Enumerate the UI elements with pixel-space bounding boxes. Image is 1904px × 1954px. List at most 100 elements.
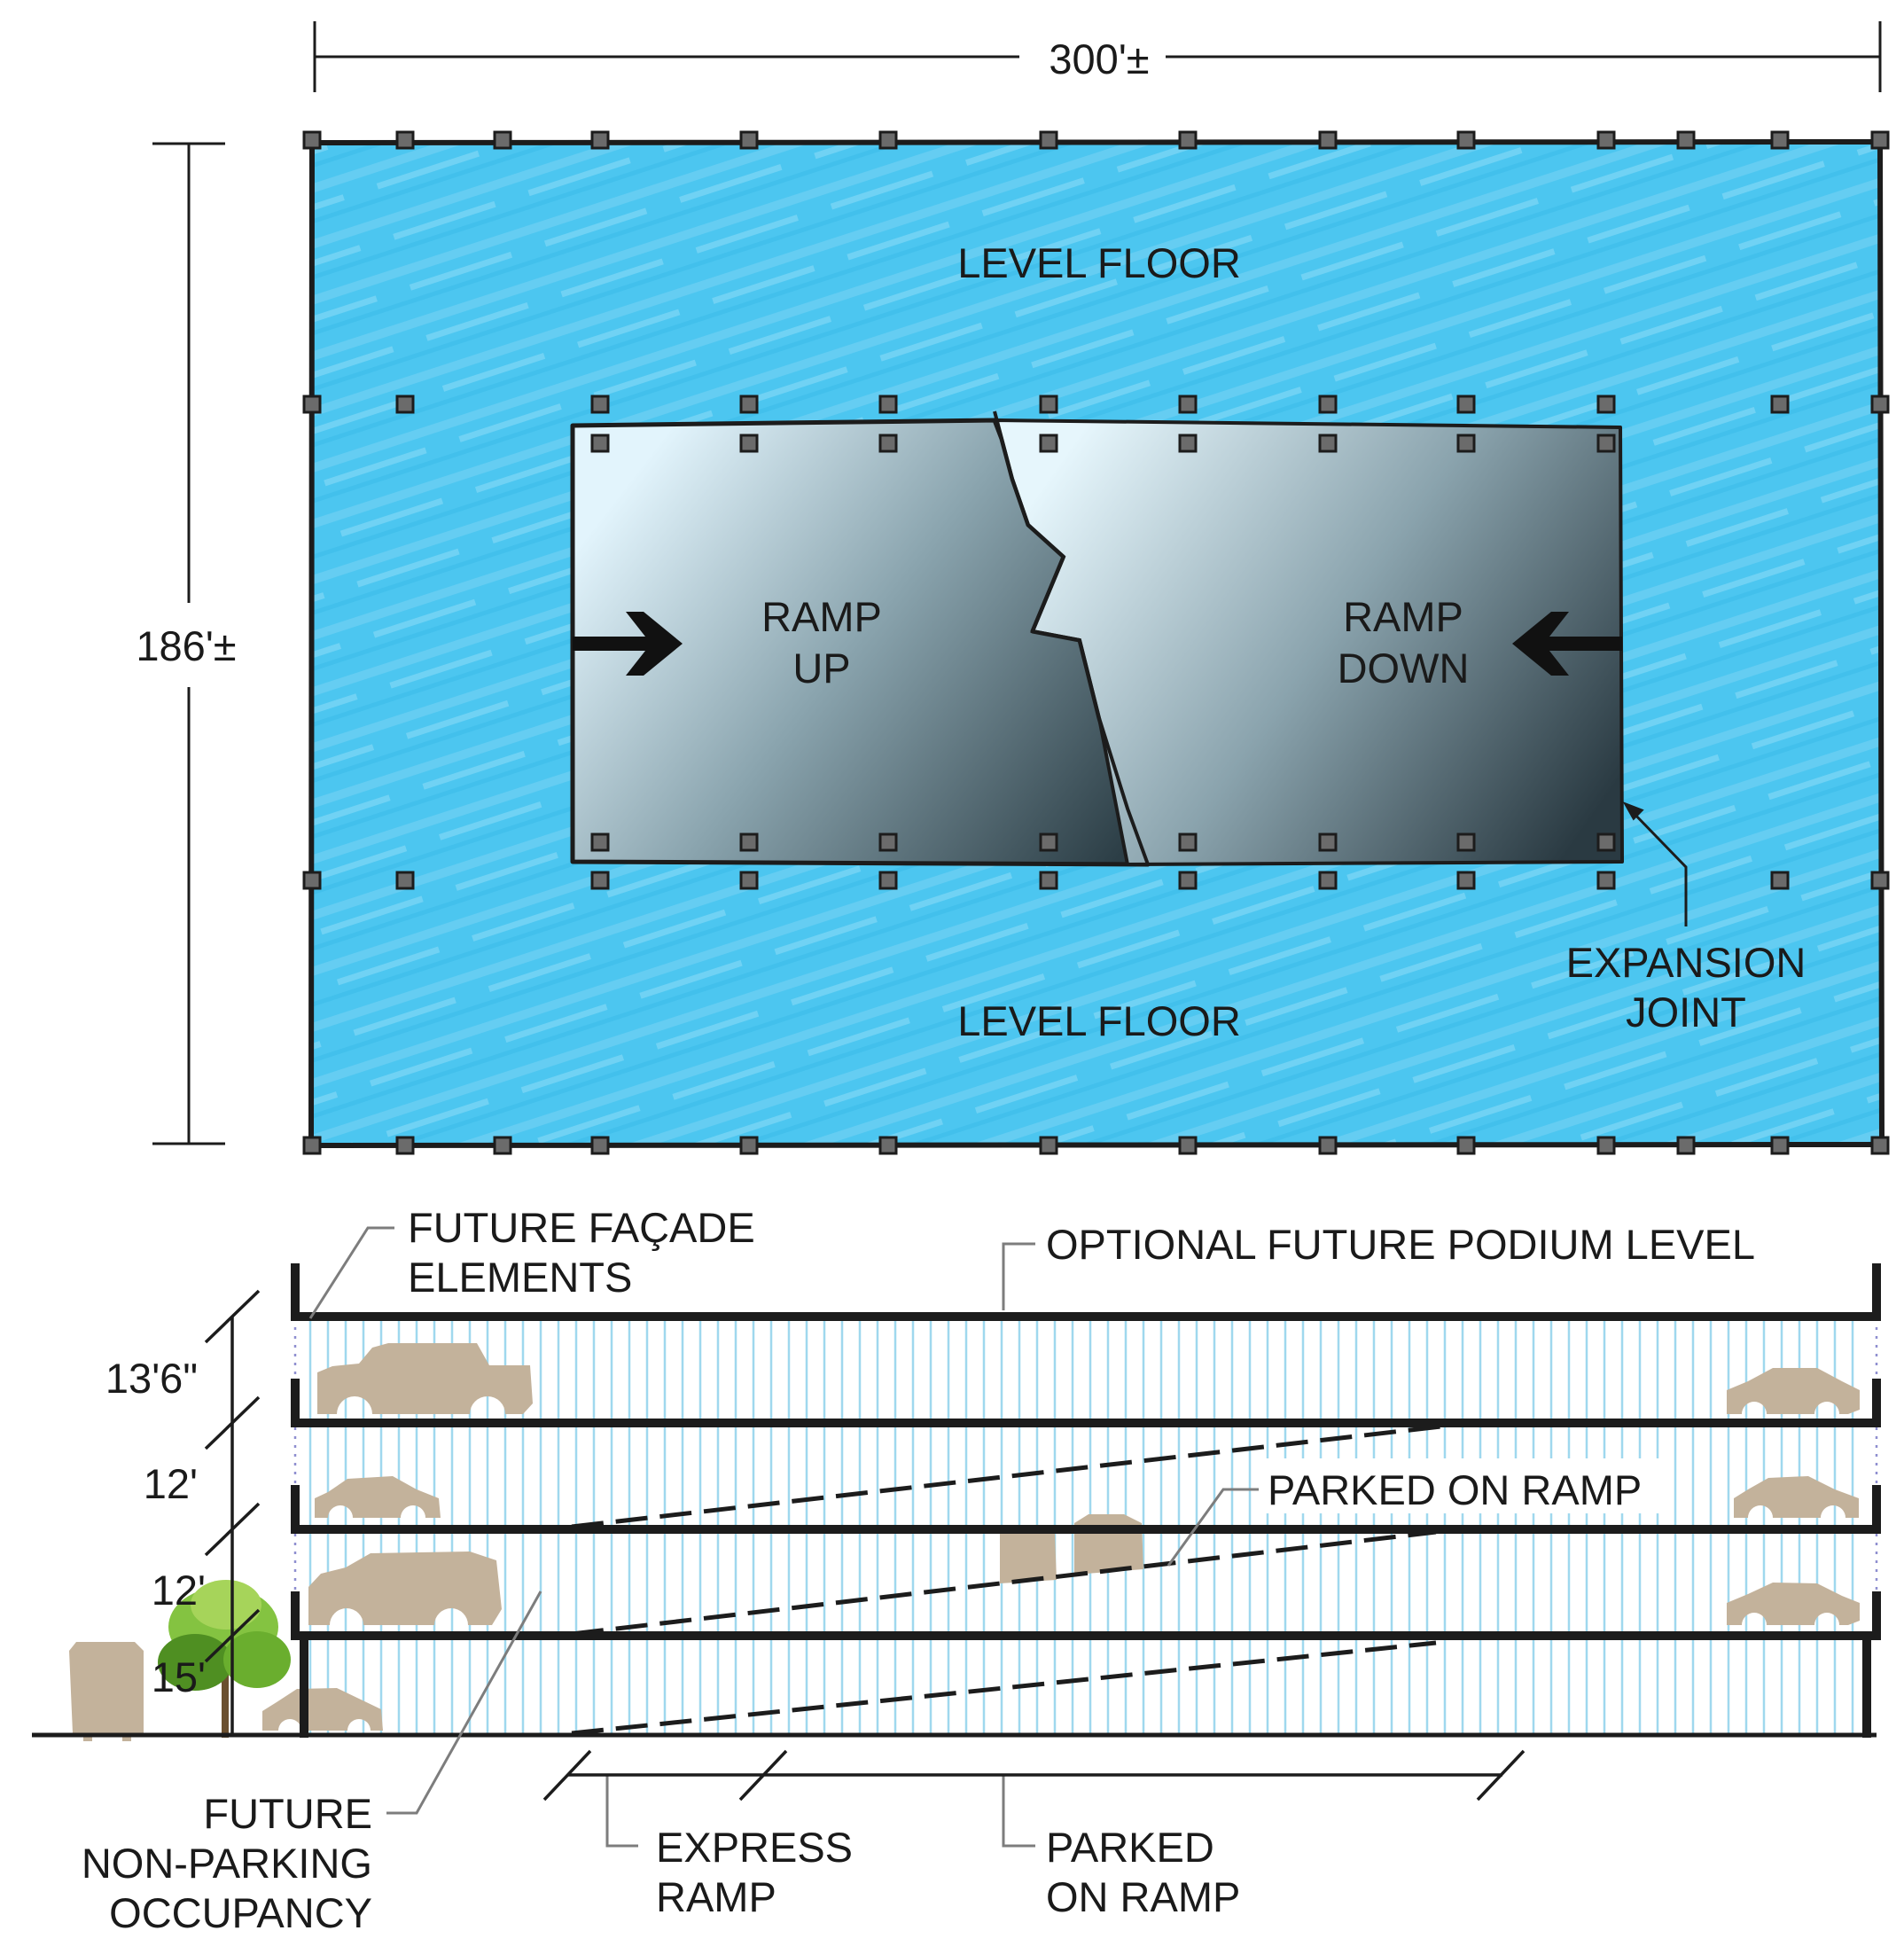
- height-15-label: 15': [152, 1653, 206, 1700]
- column-marker: [739, 434, 759, 453]
- future-non-parking-label-line2: NON-PARKING: [82, 1840, 372, 1887]
- future-non-parking-label-line3: OCCUPANCY: [109, 1889, 372, 1936]
- ramp-down-label-line2: DOWN: [1338, 645, 1470, 692]
- column-marker: [878, 871, 898, 890]
- sedan-upper-right: [1727, 1368, 1860, 1414]
- ramp-length-dimension: [542, 1749, 1526, 1802]
- parked-on-ramp-lower-label-line2: ON RAMP: [1046, 1873, 1240, 1920]
- column-marker: [878, 434, 898, 453]
- ramp-down-label-line1: RAMP: [1343, 593, 1463, 640]
- column-marker: [590, 130, 610, 150]
- column-marker: [1318, 1136, 1338, 1155]
- tree-icon: [158, 1580, 291, 1738]
- column-marker: [590, 395, 610, 414]
- column-marker: [1318, 871, 1338, 890]
- column-marker: [1770, 130, 1790, 150]
- column-marker: [302, 130, 322, 150]
- ramp-up-label-line1: RAMP: [761, 593, 882, 640]
- column-marker: [1870, 1136, 1890, 1155]
- column-marker: [1596, 434, 1616, 453]
- column-marker: [878, 395, 898, 414]
- column-marker: [302, 395, 322, 414]
- expansion-joint-label-line1: EXPANSION: [1566, 939, 1806, 986]
- expansion-joint-line: [993, 410, 1150, 865]
- column-marker: [1596, 1136, 1616, 1155]
- column-marker: [1596, 871, 1616, 890]
- height-dimension-label: 186'±: [136, 622, 236, 669]
- column-marker: [878, 832, 898, 852]
- arrow-left-icon: [1512, 612, 1622, 676]
- columns: [302, 130, 1890, 1155]
- column-marker: [1456, 832, 1476, 852]
- column-marker: [1456, 871, 1476, 890]
- height-12-upper-label: 12': [144, 1460, 198, 1507]
- parked-on-ramp-label-bg: [1263, 1458, 1660, 1513]
- column-marker: [739, 1136, 759, 1155]
- column-marker: [590, 832, 610, 852]
- column-marker: [1318, 434, 1338, 453]
- column-marker: [1178, 1136, 1198, 1155]
- column-marker: [1770, 1136, 1790, 1155]
- column-marker: [1178, 395, 1198, 414]
- column-marker: [739, 395, 759, 414]
- level-floor-top-label: LEVEL FLOOR: [957, 239, 1241, 286]
- column-marker: [1039, 130, 1058, 150]
- column-marker: [1456, 434, 1476, 453]
- future-facade-label-line2: ELEMENTS: [408, 1254, 632, 1301]
- column-marker: [739, 130, 759, 150]
- width-dimension: [313, 21, 1882, 92]
- column-marker: [1039, 395, 1058, 414]
- column-marker: [1178, 832, 1198, 852]
- truck-street: [69, 1642, 144, 1741]
- column-marker: [493, 130, 512, 150]
- future-non-parking-label-line1: FUTURE: [203, 1790, 372, 1837]
- height-13-6-label: 13'6": [105, 1355, 198, 1402]
- column-marker: [590, 1136, 610, 1155]
- arrow-right-icon: [573, 612, 683, 676]
- column-marker: [739, 871, 759, 890]
- column-marker: [395, 395, 415, 414]
- plan-view: 300'± 186'± LEVEL FLOOR LEVEL FLOOR RAMP…: [136, 21, 1890, 1155]
- column-marker: [302, 1136, 322, 1155]
- parked-on-ramp-lower-label-line1: PARKED: [1046, 1824, 1214, 1871]
- pickup-truck: [317, 1343, 533, 1414]
- column-marker: [1039, 871, 1058, 890]
- column-marker: [493, 1136, 512, 1155]
- sedan-level3-right: [1727, 1583, 1860, 1625]
- hatchback-level2-right: [1734, 1476, 1859, 1518]
- optional-podium-label: OPTIONAL FUTURE PODIUM LEVEL: [1046, 1221, 1755, 1268]
- height-dimension: [152, 142, 225, 1145]
- parked-on-ramp-upper-label: PARKED ON RAMP: [1268, 1466, 1642, 1513]
- column-marker: [302, 871, 322, 890]
- column-marker: [1870, 871, 1890, 890]
- column-marker: [1770, 395, 1790, 414]
- floor-slabs: [291, 1263, 1881, 1738]
- column-marker: [395, 130, 415, 150]
- section-leaders: [308, 1226, 1259, 1848]
- car-on-ramp-2: [1074, 1514, 1143, 1575]
- section-view: 13'6" 12' 12' 15' FUTURE FAÇADE ELEMENTS…: [32, 1204, 1881, 1936]
- ramp-up-label-line2: UP: [792, 645, 850, 692]
- column-marker: [1178, 434, 1198, 453]
- column-marker: [1318, 832, 1338, 852]
- column-marker: [1596, 395, 1616, 414]
- suv-level3-left: [308, 1551, 502, 1625]
- column-marker: [878, 130, 898, 150]
- future-facade-label-line1: FUTURE FAÇADE: [408, 1204, 755, 1251]
- level-floor-bottom-label: LEVEL FLOOR: [957, 997, 1241, 1044]
- column-marker: [1676, 130, 1696, 150]
- column-marker: [1596, 130, 1616, 150]
- column-marker: [590, 434, 610, 453]
- height-12-lower-label: 12': [152, 1567, 206, 1614]
- column-marker: [1870, 395, 1890, 414]
- column-marker: [878, 1136, 898, 1155]
- column-marker: [1039, 434, 1058, 453]
- column-marker: [1178, 130, 1198, 150]
- column-marker: [395, 1136, 415, 1155]
- column-marker: [1039, 1136, 1058, 1155]
- express-ramp-label-line1: EXPRESS: [656, 1824, 853, 1871]
- column-marker: [1770, 871, 1790, 890]
- section-height-dimension: [204, 1289, 261, 1733]
- column-marker: [590, 871, 610, 890]
- sedan-ground: [262, 1688, 383, 1731]
